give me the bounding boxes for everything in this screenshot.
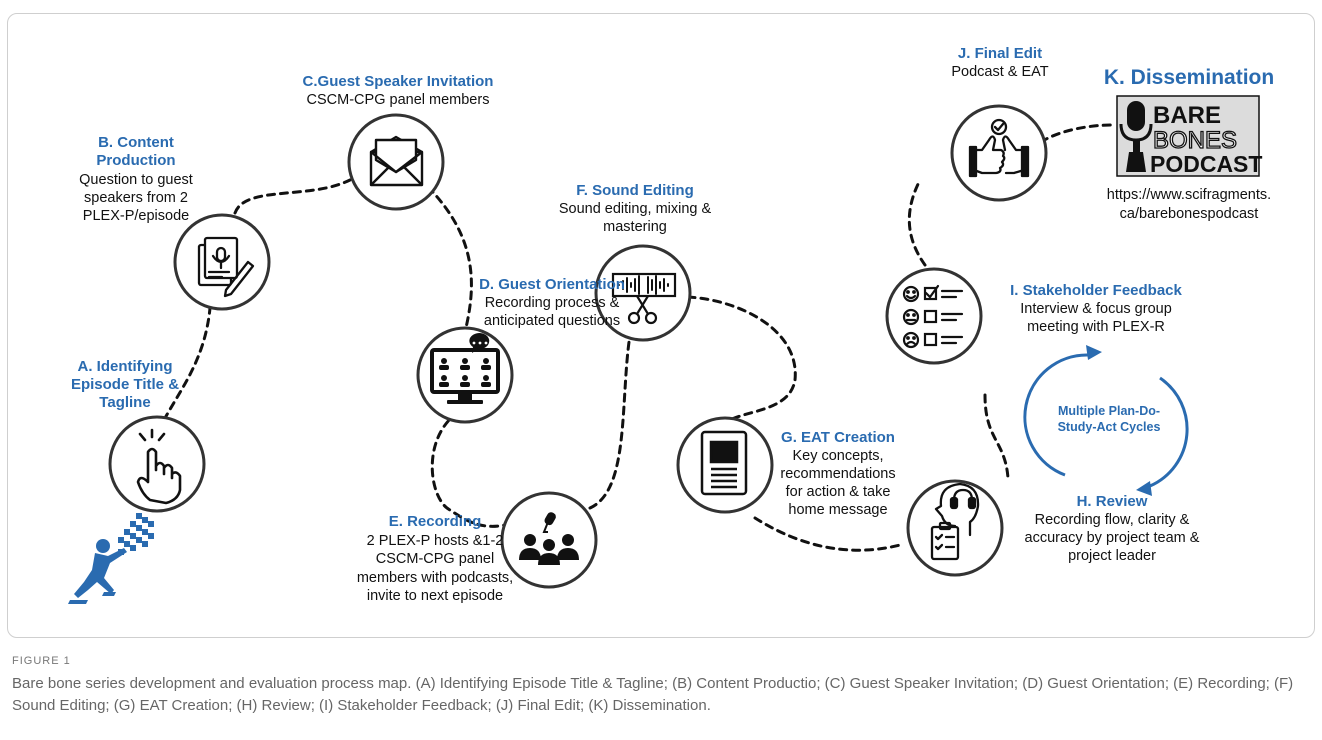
- document-icon: [700, 430, 748, 496]
- bare-bones-podcast-logo: BARE BONES PODCAST: [1116, 95, 1262, 177]
- checker-square: [124, 541, 130, 547]
- figure-label: FIGURE 1: [12, 655, 71, 667]
- audio-cut-icon: [611, 272, 677, 325]
- step-i-circle: [885, 267, 983, 365]
- checker-square: [118, 549, 124, 555]
- svg-text:members with podcasts,: members with podcasts,: [357, 570, 513, 586]
- envelope-icon: [369, 135, 424, 187]
- svg-text:meeting with PLEX-R: meeting with PLEX-R: [1027, 319, 1165, 335]
- figure-border: [7, 13, 1315, 638]
- svg-text:Episode Title &: Episode Title &: [71, 376, 179, 393]
- svg-text:ca/barebonespodcast: ca/barebonespodcast: [1120, 206, 1259, 222]
- svg-text:https://www.scifragments.: https://www.scifragments.: [1107, 187, 1271, 203]
- svg-text:speakers from 2: speakers from 2: [84, 190, 188, 206]
- svg-text:Podcast & EAT: Podcast & EAT: [951, 64, 1048, 80]
- svg-text:B. Content: B. Content: [98, 134, 174, 151]
- logo-bones: BONES: [1153, 127, 1237, 154]
- checker-square: [136, 525, 142, 531]
- svg-text:anticipated questions: anticipated questions: [484, 313, 620, 329]
- svg-text:K. Dissemination: K. Dissemination: [1104, 66, 1274, 89]
- step-e-label: E. Recording 2 PLEX-P hosts &1-2 CSCM-CP…: [357, 513, 513, 604]
- figure-caption: Bare bone series development and evaluat…: [12, 675, 1294, 714]
- svg-text:F. Sound Editing: F. Sound Editing: [576, 182, 693, 199]
- svg-text:project leader: project leader: [1068, 548, 1156, 564]
- checker-square: [148, 521, 154, 527]
- checker-square: [130, 545, 136, 551]
- checker-square: [124, 529, 130, 535]
- checker-square: [142, 541, 148, 547]
- svg-text:Recording process &: Recording process &: [485, 295, 620, 311]
- svg-text:PLEX-P/episode: PLEX-P/episode: [83, 208, 189, 224]
- step-k-label: K. Dissemination https://www.scifragment…: [1104, 66, 1274, 222]
- svg-text:CSCM-CPG panel members: CSCM-CPG panel members: [307, 92, 490, 108]
- checker-square: [148, 533, 154, 539]
- recording-group-icon: [519, 512, 579, 565]
- svg-text:D. Guest Orientation: D. Guest Orientation: [479, 276, 625, 293]
- script-writing-icon: [197, 236, 255, 298]
- checkered-flag: [118, 513, 154, 555]
- process-map-diagram: BARE BONES PODCAST A. Identifying Episod…: [68, 45, 1274, 604]
- svg-text:mastering: mastering: [603, 219, 667, 235]
- svg-text:G. EAT Creation: G. EAT Creation: [781, 429, 895, 446]
- step-i-label: I. Stakeholder Feedback Interview & focu…: [1010, 282, 1182, 335]
- svg-text:2 PLEX-P hosts &1-2: 2 PLEX-P hosts &1-2: [367, 533, 504, 549]
- step-a-title: A. Identifying Episode Title & Tagline: [71, 358, 179, 411]
- svg-text:Production: Production: [96, 152, 175, 169]
- video-conference-icon: [430, 333, 500, 404]
- svg-text:Question to guest: Question to guest: [79, 172, 193, 188]
- step-f-circle: [594, 244, 692, 342]
- svg-text:E. Recording: E. Recording: [389, 513, 482, 530]
- svg-text:Recording flow, clarity &: Recording flow, clarity &: [1035, 512, 1190, 528]
- runner-icon: [68, 513, 154, 604]
- svg-text:H. Review: H. Review: [1077, 493, 1148, 510]
- listening-checklist-icon: [930, 482, 980, 561]
- pdsa-cycle-label: Multiple Plan-Do- Study-Act Cycles: [1058, 404, 1161, 434]
- checker-square: [136, 537, 142, 543]
- pdsa-arrowheads: [1086, 345, 1152, 496]
- step-b-label: B. Content Production Question to guest …: [79, 134, 193, 224]
- svg-text:home message: home message: [788, 502, 887, 518]
- feedback-survey-icon: [902, 284, 964, 349]
- svg-text:Sound editing, mixing &: Sound editing, mixing &: [559, 201, 712, 217]
- svg-text:CSCM-CPG panel: CSCM-CPG panel: [376, 551, 494, 567]
- checker-square: [142, 529, 148, 535]
- pointing-finger-icon: [136, 428, 182, 505]
- svg-text:invite to next episode: invite to next episode: [367, 588, 503, 604]
- svg-text:Key concepts,: Key concepts,: [792, 448, 883, 464]
- svg-text:I. Stakeholder Feedback: I. Stakeholder Feedback: [1010, 282, 1182, 299]
- step-j-label: J. Final Edit Podcast & EAT: [951, 45, 1048, 80]
- svg-text:Study-Act Cycles: Study-Act Cycles: [1058, 420, 1161, 434]
- logo-podcast: PODCAST: [1150, 151, 1262, 177]
- svg-text:Tagline: Tagline: [99, 394, 150, 411]
- checker-square: [130, 521, 136, 527]
- svg-text:A. Identifying: A. Identifying: [78, 358, 173, 375]
- step-c-label: C.Guest Speaker Invitation CSCM-CPG pane…: [303, 73, 494, 108]
- process-path: [162, 123, 1114, 552]
- logo-bare: BARE: [1153, 102, 1221, 129]
- svg-text:Interview & focus group: Interview & focus group: [1020, 301, 1172, 317]
- checker-square: [130, 533, 136, 539]
- svg-text:for action & take: for action & take: [786, 484, 891, 500]
- svg-text:recommendations: recommendations: [780, 466, 895, 482]
- thumbs-up-icon: [968, 118, 1030, 178]
- svg-text:J. Final Edit: J. Final Edit: [958, 45, 1042, 62]
- pdsa-cycle-arrows: [1023, 353, 1189, 488]
- svg-text:C.Guest Speaker Invitation: C.Guest Speaker Invitation: [303, 73, 494, 90]
- step-d-label: D. Guest Orientation Recording process &…: [479, 276, 625, 329]
- svg-text:accuracy by project team &: accuracy by project team &: [1025, 530, 1200, 546]
- svg-text:Multiple Plan-Do-: Multiple Plan-Do-: [1058, 404, 1160, 418]
- step-g-label: G. EAT Creation Key concepts, recommenda…: [780, 429, 895, 518]
- checker-square: [142, 517, 148, 523]
- step-h-label: H. Review Recording flow, clarity & accu…: [1025, 493, 1200, 564]
- checker-square: [118, 537, 124, 543]
- step-f-label: F. Sound Editing Sound editing, mixing &…: [559, 182, 712, 235]
- checker-square: [136, 513, 142, 519]
